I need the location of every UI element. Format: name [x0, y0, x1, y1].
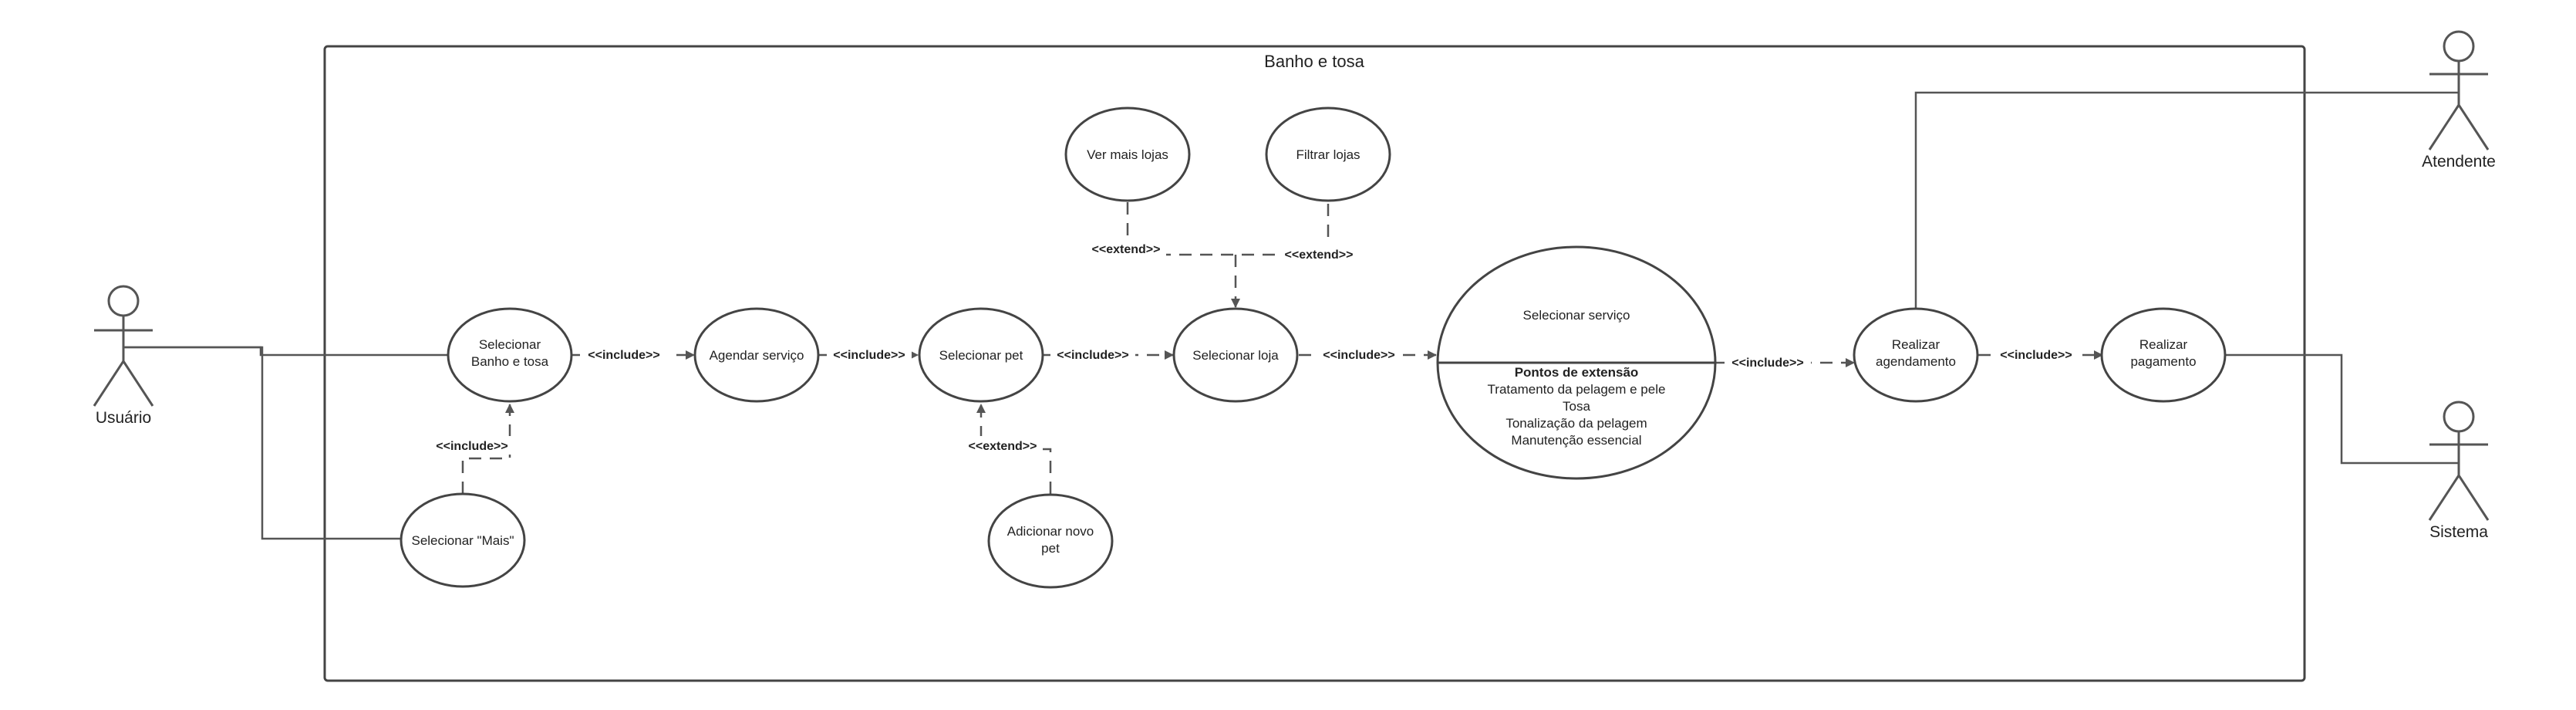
use-case-filtrar-lojas[interactable]: Filtrar lojas — [1265, 106, 1391, 202]
actor-usuario[interactable]: Usuário — [93, 285, 154, 427]
associations — [123, 91, 2459, 540]
svg-text:Selecionar: Selecionar — [479, 337, 541, 352]
stick-figure-icon — [2428, 30, 2490, 150]
svg-text:Adicionar novo: Adicionar novo — [1007, 524, 1094, 539]
extension-points-label: Pontos de extensão — [1515, 365, 1639, 380]
include-label-pagamento: <<include>> — [2000, 349, 2072, 362]
svg-text:Selecionar pet: Selecionar pet — [939, 348, 1023, 363]
include-label-servico: <<include>> — [1323, 349, 1394, 362]
use-case-ver-mais-lojas[interactable]: Ver mais lojas — [1064, 106, 1191, 202]
use-case-adicionar-novo-pet[interactable]: Adicionar novo pet — [987, 493, 1114, 589]
use-case-realizar-pagamento[interactable]: Realizar pagamento — [2100, 307, 2227, 403]
use-case-selecionar-mais[interactable]: Selecionar "Mais" — [400, 492, 526, 588]
include-label-agendamento: <<include>> — [1731, 357, 1803, 370]
svg-text:Filtrar lojas: Filtrar lojas — [1296, 147, 1360, 162]
use-case-agendar-servico[interactable]: Agendar serviço — [693, 307, 820, 403]
use-case-selecionar-banho-tosa[interactable]: Selecionar Banho e tosa — [447, 307, 573, 403]
svg-text:Ver mais lojas: Ver mais lojas — [1087, 147, 1168, 162]
include-label-agendar: <<include>> — [588, 349, 659, 362]
include-label-loja: <<include>> — [1057, 349, 1128, 362]
svg-text:Selecionar "Mais": Selecionar "Mais" — [411, 533, 514, 548]
actor-label: Sistema — [2429, 523, 2488, 541]
include-label-pet: <<include>> — [833, 349, 905, 362]
actor-label: Atendente — [2422, 153, 2496, 171]
include-label-mais: <<include>> — [436, 440, 507, 453]
stick-figure-icon — [2428, 401, 2490, 521]
svg-text:Realizar: Realizar — [1892, 337, 1940, 352]
extension-point: Tratamento da pelagem e pele — [1488, 382, 1666, 397]
extension-point: Manutenção essencial — [1511, 433, 1641, 448]
stick-figure-icon — [93, 285, 154, 407]
use-case-selecionar-pet[interactable]: Selecionar pet — [918, 307, 1044, 403]
selecionar-servico-title: Selecionar serviço — [1523, 308, 1630, 323]
svg-text:pet: pet — [1041, 541, 1060, 556]
actor-label: Usuário — [96, 409, 151, 427]
svg-text:Realizar: Realizar — [2139, 337, 2188, 352]
extend-label-novo-pet: <<extend>> — [969, 440, 1037, 453]
extension-point: Tosa — [1563, 399, 1590, 414]
svg-text:Selecionar loja: Selecionar loja — [1192, 348, 1279, 363]
actor-sistema[interactable]: Sistema — [2428, 401, 2490, 541]
system-title: Banho e tosa — [1264, 52, 1364, 71]
extend-label-filtrar: <<extend>> — [1285, 248, 1354, 262]
system-boundary — [323, 45, 2306, 682]
use-case-selecionar-servico[interactable]: Selecionar serviço Pontos de extensão Tr… — [1436, 245, 1717, 480]
svg-text:Agendar serviço: Agendar serviço — [710, 348, 804, 363]
use-case-realizar-agendamento[interactable]: Realizar agendamento — [1853, 307, 1979, 403]
svg-text:Banho e tosa: Banho e tosa — [471, 354, 549, 369]
use-case-selecionar-loja[interactable]: Selecionar loja — [1172, 307, 1299, 403]
extend-label-ver-mais: <<extend>> — [1092, 243, 1161, 256]
stereotype-labels: <<include>> <<include>> <<include>> <<in… — [429, 239, 2079, 455]
actor-atendente[interactable]: Atendente — [2422, 30, 2496, 171]
svg-text:pagamento: pagamento — [2130, 354, 2196, 369]
extension-point: Tonalização da pelagem — [1505, 416, 1647, 431]
svg-text:agendamento: agendamento — [1876, 354, 1956, 369]
